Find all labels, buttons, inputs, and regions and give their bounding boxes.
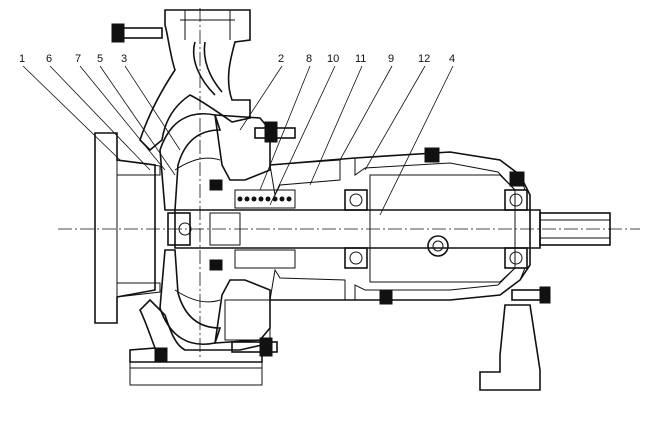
impeller-nut [167,212,192,246]
callout-5: 5 [97,53,103,65]
oil-sight-inner [432,240,444,252]
support-foot [479,304,541,391]
callout-12: 12 [418,53,430,65]
suction-inlet [94,132,161,324]
callout-3: 3 [121,53,127,65]
callout-6: 6 [46,53,52,65]
impeller [159,113,222,345]
packing-seal [234,189,296,269]
callout-1: 1 [19,53,25,65]
pump-casing [129,9,263,386]
bearings [344,189,528,269]
leader-lines [22,65,454,216]
callout-4: 4 [449,53,455,65]
callout-10: 10 [327,53,339,65]
callout-11: 11 [355,53,366,65]
callout-2: 2 [278,53,284,65]
callout-8: 8 [306,53,312,65]
callout-7: 7 [75,53,81,65]
bolts [111,23,551,363]
oil-sight-port [427,235,449,257]
callout-9: 9 [388,53,394,65]
shaft [174,209,611,249]
